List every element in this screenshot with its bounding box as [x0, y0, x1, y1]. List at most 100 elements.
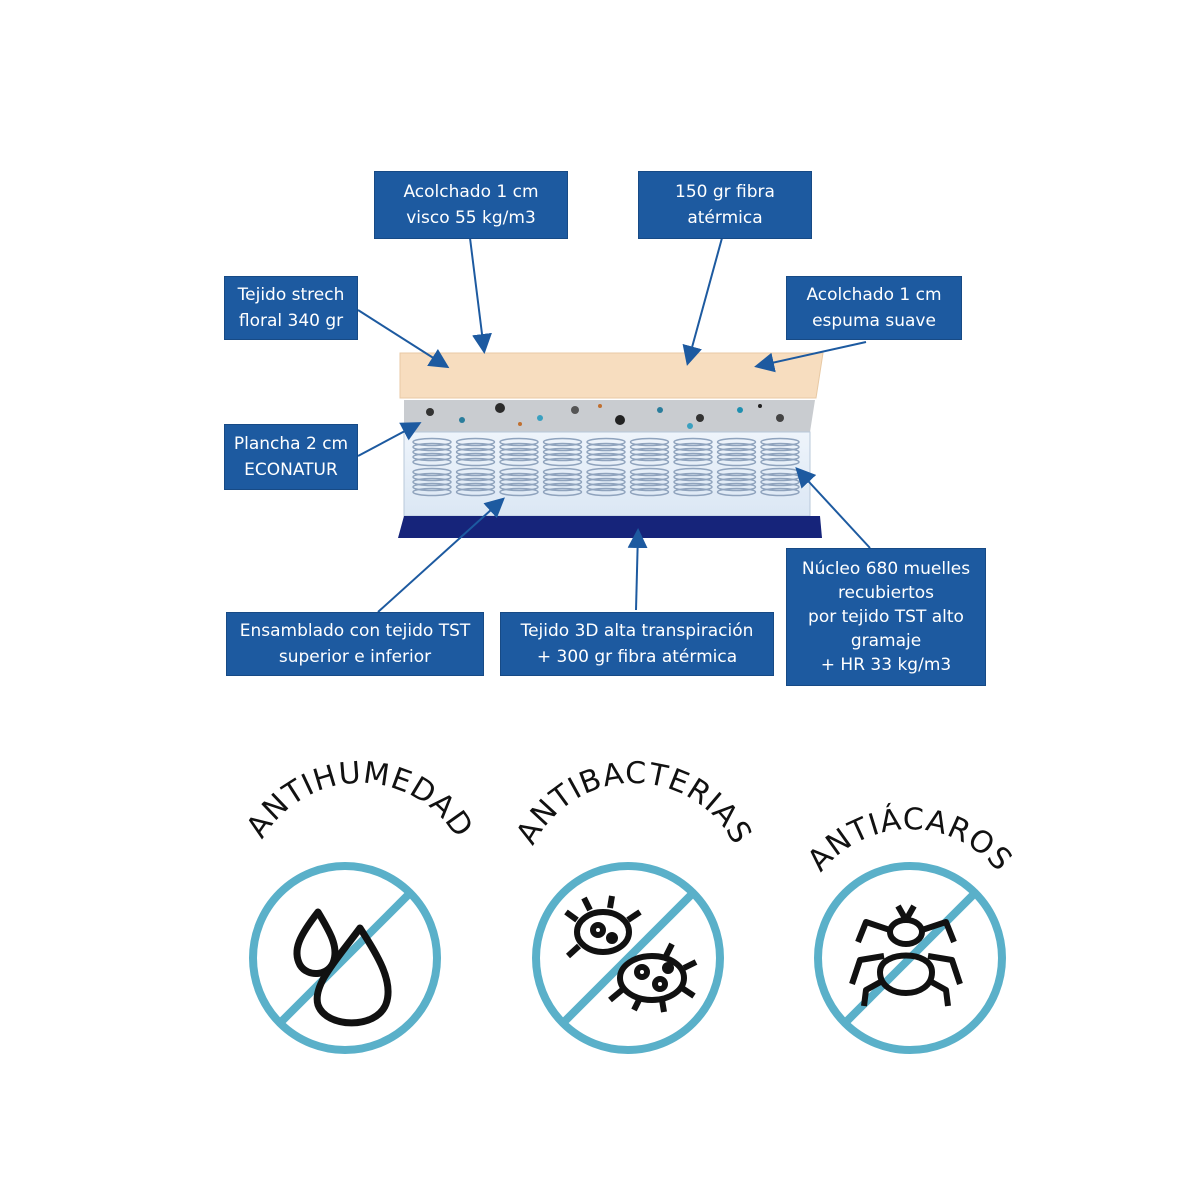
- spring-coil: [499, 467, 539, 477]
- spring-coil: [412, 457, 452, 467]
- spring-coil: [412, 452, 452, 462]
- spring-coil: [499, 442, 539, 452]
- spring-coil: [455, 487, 496, 497]
- spring-coil: [586, 457, 626, 467]
- spring-coil: [455, 452, 496, 462]
- spring-coil: [629, 452, 670, 462]
- spring-coil: [586, 477, 626, 487]
- spring-coil: [499, 477, 539, 487]
- label-acolchado-visco: Acolchado 1 cm visco 55 kg/m3: [374, 171, 568, 239]
- spring-coil: [760, 457, 800, 467]
- spring-coil: [586, 437, 626, 447]
- spring-coil: [412, 442, 452, 452]
- spring-coil: [716, 437, 757, 447]
- spring-coil: [412, 467, 452, 477]
- spring-coil: [716, 472, 757, 482]
- spring-coil: [499, 452, 539, 462]
- bacteria-icon: [564, 895, 698, 1013]
- spring-coil: [629, 442, 670, 452]
- spring-coil: [455, 437, 496, 447]
- spring-coil: [760, 447, 800, 457]
- spring-coil: [542, 487, 583, 497]
- spring-coil: [412, 437, 452, 447]
- spring-coil: [542, 472, 583, 482]
- spring-coil: [760, 442, 800, 452]
- spring-coil: [629, 482, 670, 492]
- spring-coil: [412, 447, 452, 457]
- spring-coil: [586, 467, 626, 477]
- spring-coil: [542, 437, 583, 447]
- spring-coil: [716, 487, 757, 497]
- spring-coil: [499, 457, 539, 467]
- mattress-diagram: [357, 237, 871, 613]
- mite-icon: [849, 904, 963, 1007]
- base-layer: [398, 516, 822, 538]
- foam-speckles: [426, 403, 784, 429]
- spring-coil: [586, 482, 626, 492]
- spring-coil: [716, 452, 757, 462]
- spring-coil: [455, 457, 496, 467]
- spring-coil: [586, 447, 626, 457]
- spring-coil: [542, 442, 583, 452]
- spring-coil: [716, 447, 757, 457]
- spring-coil: [499, 472, 539, 482]
- spring-coil: [673, 487, 713, 497]
- spring-coil: [673, 482, 713, 492]
- spring-coil: [673, 467, 713, 477]
- spring-coil: [716, 482, 757, 492]
- badge-antihumedad: ANTIHUMEDAD: [240, 755, 480, 1054]
- water-drops-icon: [293, 908, 392, 1027]
- badge-title: ANTIHUMEDAD: [240, 755, 480, 844]
- spring-coil: [455, 472, 496, 482]
- spring-coil: [629, 467, 670, 477]
- spring-coil: [629, 437, 670, 447]
- spring-coil: [455, 477, 496, 487]
- spring-coil: [629, 472, 670, 482]
- spring-coil: [716, 467, 757, 477]
- spring-coil: [455, 442, 496, 452]
- callout-arrows: [357, 237, 871, 613]
- spring-coil: [673, 477, 713, 487]
- spring-coil: [455, 482, 496, 492]
- badge-antiacaros: ANTIÁCAROS: [801, 801, 1018, 1054]
- spring-coil: [629, 447, 670, 457]
- spring-coil: [412, 477, 452, 487]
- label-ensamblado: Ensamblado con tejido TST superior e inf…: [226, 612, 484, 676]
- spring-coil: [760, 437, 800, 447]
- label-plancha: Plancha 2 cm ECONATUR: [224, 424, 358, 490]
- spring-coil: [499, 447, 539, 457]
- spring-coil: [673, 447, 713, 457]
- spring-coil: [586, 487, 626, 497]
- top-layer: [399, 352, 824, 399]
- spring-coil: [412, 472, 452, 482]
- spring-coil: [673, 437, 713, 447]
- spring-coil: [629, 457, 670, 467]
- spring-coil: [673, 452, 713, 462]
- spring-coil: [455, 447, 496, 457]
- badge-antibacterias: ANTIBACTERIAS: [509, 756, 758, 1054]
- spring-coil: [542, 477, 583, 487]
- spring-coil: [412, 487, 452, 497]
- spring-coil: [586, 442, 626, 452]
- label-tejido-strech: Tejido strech floral 340 gr: [224, 276, 358, 340]
- spring-coil: [542, 482, 583, 492]
- spring-coil: [673, 442, 713, 452]
- label-acolchado-espuma: Acolchado 1 cm espuma suave: [786, 276, 962, 340]
- spring-coil: [412, 482, 452, 492]
- spring-coil: [760, 487, 800, 497]
- spring-coil: [586, 472, 626, 482]
- spring-coil: [542, 447, 583, 457]
- spring-coil: [716, 457, 757, 467]
- spring-coil: [716, 477, 757, 487]
- spring-coil: [673, 457, 713, 467]
- spring-coil: [542, 452, 583, 462]
- spring-coil: [629, 487, 670, 497]
- foam-layer: [404, 400, 815, 432]
- spring-coil: [499, 437, 539, 447]
- label-nucleo: Núcleo 680 muelles recubiertos por tejid…: [786, 548, 986, 686]
- spring-coil: [760, 452, 800, 462]
- badge-title: ANTIBACTERIAS: [509, 756, 758, 851]
- spring-coil: [499, 487, 539, 497]
- spring-coil: [499, 482, 539, 492]
